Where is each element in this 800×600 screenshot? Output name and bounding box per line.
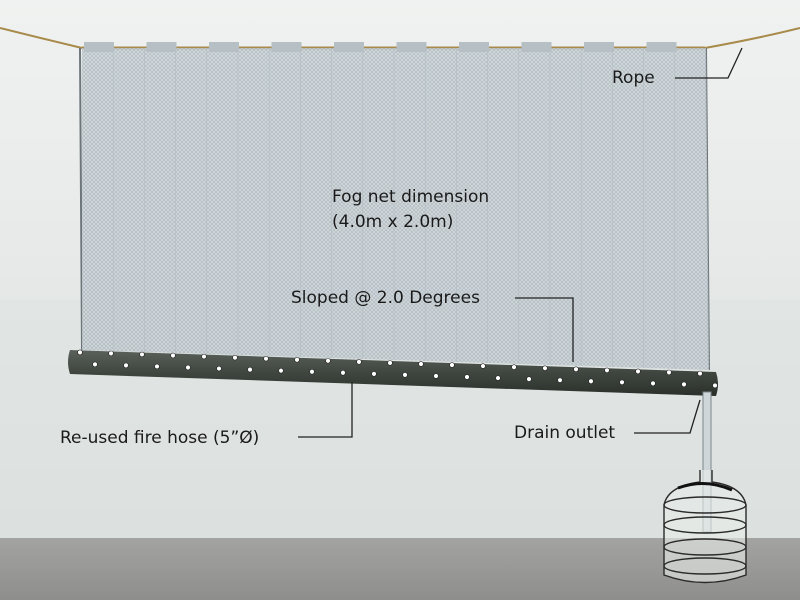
grommet — [495, 375, 501, 381]
hose-grommets — [77, 349, 718, 389]
collection-container — [663, 470, 747, 584]
net-top-tab — [584, 42, 614, 52]
grommet — [278, 367, 284, 374]
slope-leader-line — [515, 297, 574, 362]
grommet — [635, 368, 641, 375]
grommet — [340, 370, 346, 376]
grommet — [185, 364, 191, 371]
hose-leader-line — [298, 382, 353, 438]
net-top-tab — [646, 42, 677, 52]
grommet — [170, 352, 176, 359]
grommet — [604, 367, 610, 373]
slope-label: Sloped @ 2.0 Degrees — [291, 288, 480, 308]
grommet — [418, 361, 424, 367]
grommet — [371, 371, 377, 377]
rope-label: Rope — [612, 68, 655, 88]
grommet — [681, 381, 687, 388]
fire-hose — [68, 350, 718, 396]
grommet — [108, 350, 114, 357]
grommet — [588, 378, 594, 384]
grommet — [387, 360, 393, 366]
drain-leader-line — [634, 399, 701, 434]
net-dimension-title: Fog net dimension — [332, 187, 490, 207]
net-top-tab — [209, 42, 239, 52]
rope-leader-line — [675, 47, 743, 79]
grommet — [511, 364, 517, 370]
grommet — [697, 370, 703, 377]
grommet — [526, 376, 532, 382]
net-top-tab — [521, 42, 552, 52]
grommet — [557, 377, 563, 383]
net-top-tab — [459, 42, 489, 52]
grommet — [77, 349, 83, 356]
grommet — [123, 362, 129, 369]
net-top-tab — [271, 42, 302, 52]
grommet — [449, 362, 455, 368]
rope-right — [704, 27, 800, 49]
grommet — [232, 354, 238, 361]
grommet — [92, 361, 98, 368]
net-seams — [112, 48, 676, 369]
grommet — [247, 366, 253, 373]
net-top-tab — [396, 42, 427, 52]
fire-hose-label: Re-used fire hose (5”Ø) — [60, 428, 260, 448]
grommet — [433, 373, 439, 379]
grommet — [464, 374, 470, 380]
net-top-tab — [334, 42, 364, 52]
grommet — [216, 365, 222, 372]
grommet — [356, 359, 362, 365]
net-top-tab — [84, 42, 114, 52]
grommet — [154, 363, 160, 370]
grommet — [712, 382, 718, 389]
grommet — [294, 357, 300, 363]
grommet — [619, 379, 625, 385]
net-top-tab — [146, 42, 177, 52]
fog-net — [82, 48, 709, 370]
grommet — [573, 366, 579, 372]
left-side-cable — [79, 47, 83, 351]
grommet — [480, 363, 486, 369]
grommet — [402, 372, 408, 378]
drain-outlet-label: Drain outlet — [514, 423, 616, 443]
grommet — [139, 351, 145, 358]
grommet — [201, 353, 207, 360]
net-dimension-value: (4.0m x 2.0m) — [332, 212, 454, 232]
net-top-tabs — [84, 42, 677, 52]
grommet — [309, 369, 315, 375]
grommet — [263, 355, 269, 362]
grommet — [325, 358, 331, 364]
grommet — [650, 380, 656, 387]
grommet — [542, 365, 548, 371]
rope-left — [0, 27, 83, 49]
grommet — [666, 369, 672, 376]
